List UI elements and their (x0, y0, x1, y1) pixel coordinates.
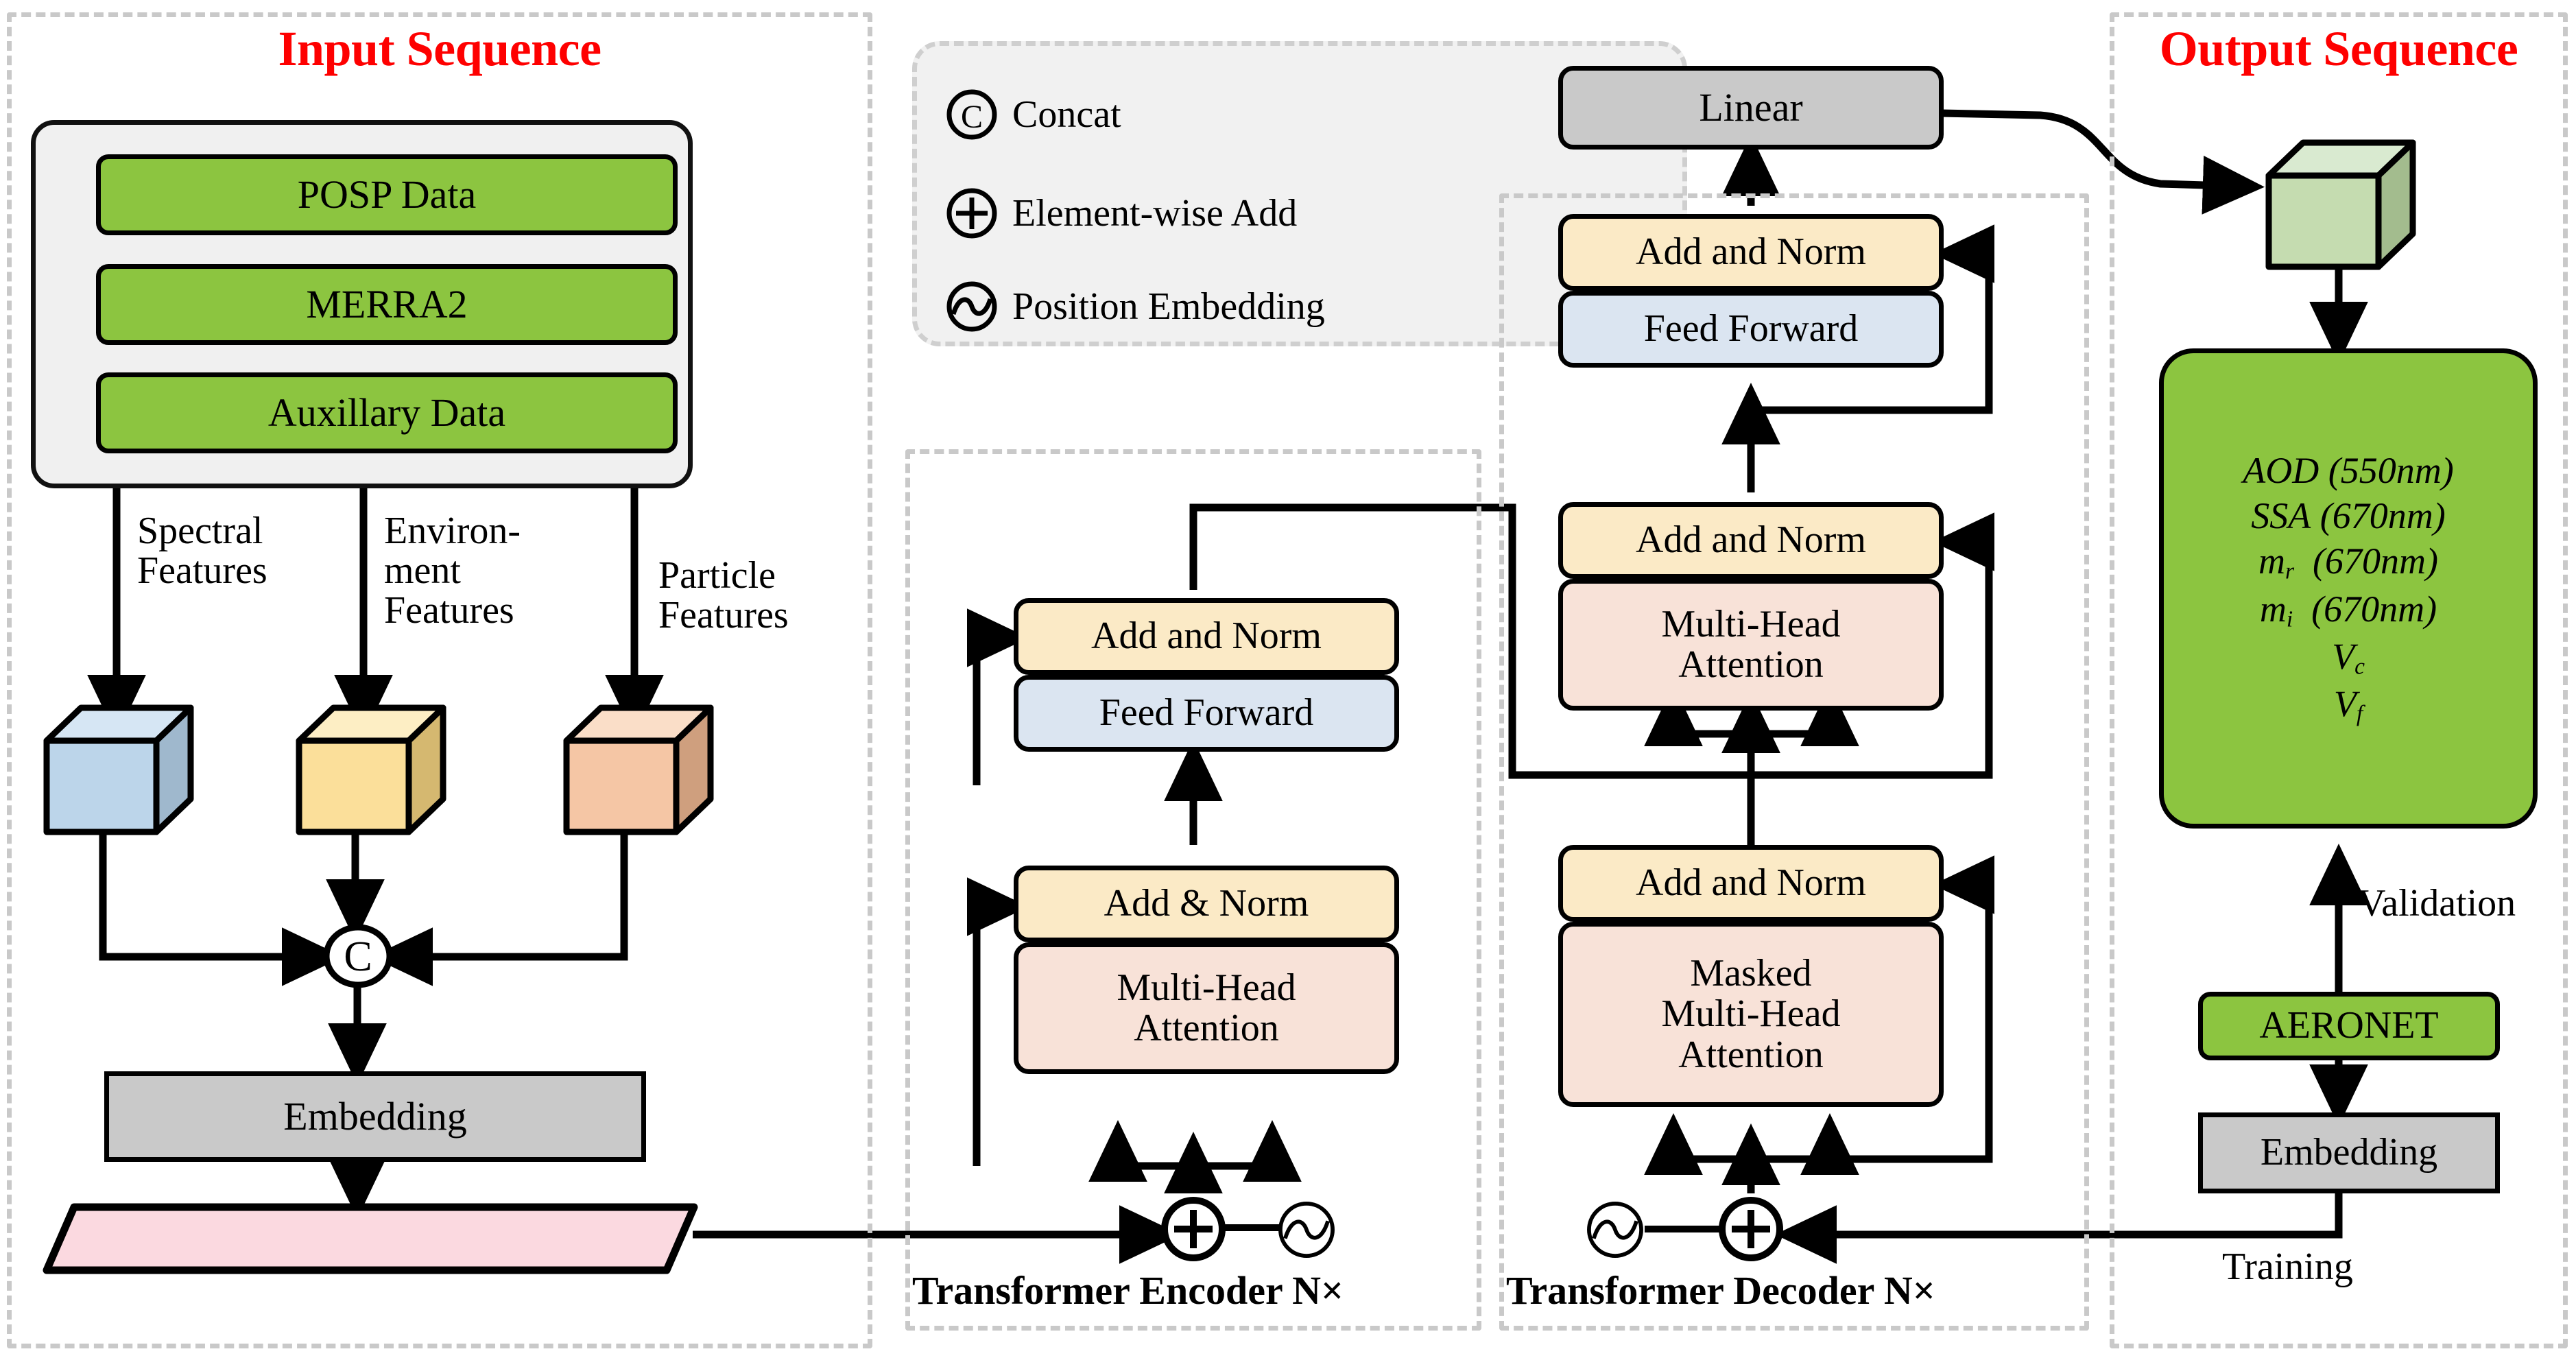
transformer-decoder-panel (1499, 193, 2089, 1331)
particle-features-label: Particle Features (658, 554, 789, 637)
decoder-add-norm-1[interactable]: Add and Norm (1558, 845, 1944, 922)
input-item-label: Auxillary Data (267, 390, 506, 436)
decoder-add-icon (1719, 1197, 1783, 1261)
decoder-add-norm-2[interactable]: Add and Norm (1558, 502, 1944, 579)
input-item-label: MERRA2 (306, 282, 468, 327)
decoder-position-to-add-link (1645, 1226, 1720, 1232)
linear-head-box[interactable]: Linear (1558, 66, 1944, 150)
encoder-position-embedding-icon (1278, 1202, 1335, 1258)
position-embedding-icon (946, 281, 997, 332)
encoder-feed-forward[interactable]: Feed Forward (1014, 675, 1399, 752)
decoder-add-norm-3[interactable]: Add and Norm (1558, 214, 1944, 291)
input-sequence-title: Input Sequence (278, 21, 601, 76)
block-label: Feed Forward (1643, 307, 1859, 350)
output-sequence-panel (2110, 12, 2568, 1348)
legend-item-concat: C Concat (945, 88, 1121, 141)
legend-label: Element-wise Add (1012, 192, 1298, 235)
aeronet-label: AERONET (2259, 1004, 2439, 1047)
block-label: Add and Norm (1091, 615, 1322, 658)
encoder-add-norm-2[interactable]: Add and Norm (1014, 598, 1399, 675)
block-label: Add and Norm (1636, 519, 1866, 562)
output-embedding-box[interactable]: Embedding (2198, 1112, 2500, 1193)
input-item-posp[interactable]: POSP Data (96, 154, 678, 235)
environment-features-cube (296, 704, 446, 835)
transformer-encoder-caption: Transformer Encoder N× (912, 1268, 1344, 1313)
concat-icon: C (323, 924, 393, 988)
legend-label: Position Embedding (1012, 285, 1325, 328)
output-embedding-label: Embedding (2260, 1131, 2438, 1174)
legend-item-elementwise-add: Element-wise Add (945, 187, 1297, 240)
linear-label: Linear (1699, 85, 1803, 130)
input-embedding-label: Embedding (283, 1094, 467, 1139)
block-label: Add and Norm (1636, 861, 1866, 905)
spectral-features-cube (43, 704, 194, 835)
plus-icon (946, 188, 997, 239)
validation-label: Validation (2358, 882, 2516, 925)
concat-icon: C (946, 89, 997, 140)
decoder-feed-forward[interactable]: Feed Forward (1558, 291, 1944, 368)
input-item-auxillary[interactable]: Auxillary Data (96, 372, 678, 453)
legend-label: Concat (1012, 93, 1121, 136)
block-label: Multi-Head Attention (1661, 602, 1841, 686)
output-products-box[interactable] (2159, 348, 2538, 829)
transformer-decoder-caption: Transformer Decoder N× (1506, 1268, 1935, 1313)
input-sequence-bar (43, 1203, 698, 1274)
block-label: Feed Forward (1099, 691, 1314, 735)
input-item-label: POSP Data (297, 172, 477, 217)
block-label: Masked Multi-Head Attention (1661, 951, 1841, 1076)
input-item-merra2[interactable]: MERRA2 (96, 264, 678, 345)
encoder-add-icon (1161, 1197, 1226, 1261)
input-sequence-panel (7, 12, 872, 1348)
decoder-multi-head-attention[interactable]: Multi-Head Attention (1558, 579, 1944, 711)
encoder-add-to-position-link (1225, 1224, 1280, 1231)
decoder-masked-multi-head-attention[interactable]: Masked Multi-Head Attention (1558, 922, 1944, 1107)
output-product-ssa: SSA (670nm) (2251, 495, 2446, 537)
decoder-position-embedding-icon (1587, 1202, 1643, 1258)
encoder-multi-head-attention[interactable]: Multi-Head Attention (1014, 942, 1399, 1074)
output-product-vc: Vc (2332, 636, 2365, 680)
output-products-list: AOD (550nm) SSA (670nm) mr (670nm) mi (6… (2159, 348, 2538, 829)
svg-text:C: C (344, 933, 372, 980)
environment-features-label: Environ- ment Features (384, 510, 521, 632)
output-product-mr: mr (670nm) (2258, 540, 2438, 584)
output-cube (2265, 139, 2416, 270)
output-product-mi: mi (670nm) (2259, 588, 2437, 632)
transformer-encoder-panel (905, 449, 1481, 1331)
aeronet-box[interactable]: AERONET (2198, 992, 2500, 1060)
spectral-features-label: Spectral Features (137, 510, 267, 593)
output-product-vf: Vf (2333, 683, 2363, 727)
legend-item-position-embedding: Position Embedding (945, 280, 1325, 333)
output-product-aod: AOD (550nm) (2243, 450, 2454, 492)
input-embedding-box[interactable]: Embedding (104, 1071, 646, 1162)
svg-text:C: C (961, 99, 983, 135)
block-label: Add & Norm (1104, 882, 1309, 925)
output-sequence-title: Output Sequence (2159, 21, 2518, 76)
block-label: Multi-Head Attention (1117, 966, 1296, 1049)
particle-features-cube (563, 704, 714, 835)
encoder-add-norm-1[interactable]: Add & Norm (1014, 866, 1399, 942)
training-label: Training (2222, 1246, 2353, 1288)
block-label: Add and Norm (1636, 230, 1866, 274)
